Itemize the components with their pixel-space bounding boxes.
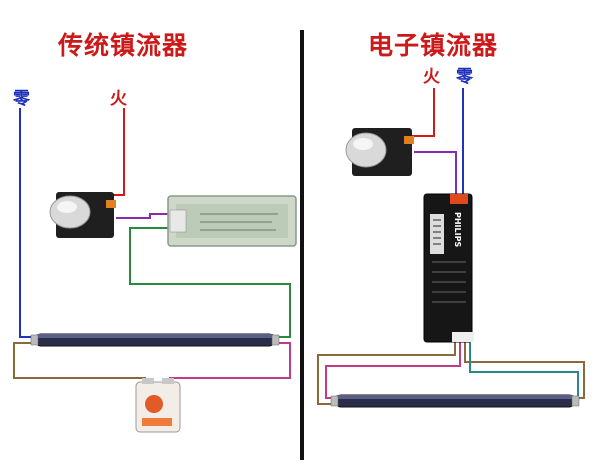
ballast-brand-label: PHILIPS	[453, 212, 462, 247]
left-switch-wire	[116, 213, 168, 219]
left-inductive-ballast	[167, 195, 297, 247]
left-panel-title: 传统镇流器	[58, 31, 189, 60]
right-live-wire	[408, 88, 435, 137]
left-sensor-switch	[49, 192, 116, 238]
left-pink-wire	[169, 342, 291, 382]
right-output-wire-brown2	[464, 340, 585, 399]
left-live-label: 火	[110, 89, 127, 109]
left-neutral-label: 零	[13, 89, 30, 109]
right-output-wire-teal	[469, 340, 579, 405]
right-neutral-label: 零	[456, 67, 473, 87]
right-sensor-switch	[345, 128, 414, 176]
left-live-wire	[110, 108, 125, 196]
left-starter	[135, 378, 181, 433]
right-live-label: 火	[423, 67, 440, 87]
right-fluorescent-tube	[330, 394, 580, 408]
left-green-wire	[129, 227, 291, 338]
right-panel-title: 电子镇流器	[368, 31, 499, 60]
left-brown-wire	[13, 342, 146, 382]
right-electronic-ballast: PHILIPS	[423, 193, 474, 343]
left-neutral-wire	[19, 108, 36, 338]
right-output-wire-brown	[317, 340, 456, 405]
left-fluorescent-tube	[30, 333, 280, 347]
right-switch-wire	[414, 151, 457, 194]
right-output-wire-pink	[325, 340, 461, 399]
